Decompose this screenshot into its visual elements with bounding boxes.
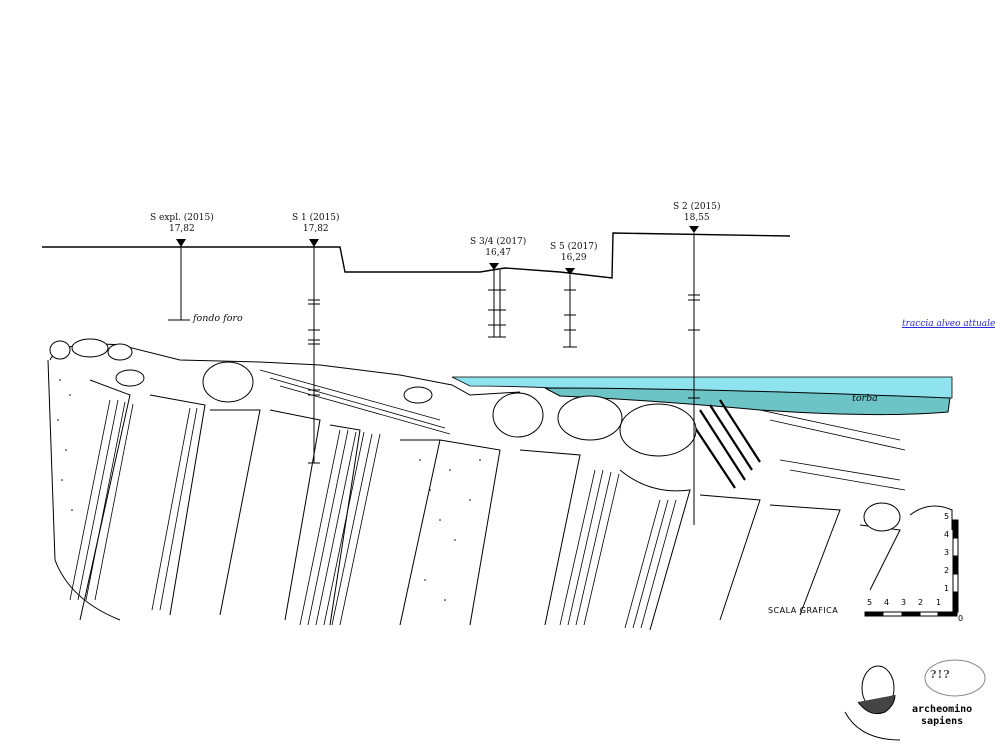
scale-tick-h: 5 [867,598,873,607]
traccia-alveo-label: traccia alveo attuale [902,319,995,329]
boulders [49,338,901,532]
torba-label: torba [852,393,878,404]
scale-tick-v: 2 [944,566,950,575]
borehole-label-s34: S 3/4 (2017) 16,47 [470,237,526,259]
scale-tick-v: 4 [944,530,950,539]
borehole-label-s1: S 1 (2015) 17,82 [292,213,340,235]
borehole-name: S expl. (2015) [150,213,214,223]
scale-tick-h: 0 [958,614,964,623]
logo-bubble-text: ?!? [930,668,951,681]
scale-tick-v: 3 [944,548,950,557]
borehole-name: S 2 (2015) [673,202,721,212]
borehole-elevation: 17,82 [168,224,195,234]
scale-tick-h: 1 [936,598,942,607]
scale-label: SCALA GRAFICA [768,606,839,615]
borehole-label-s2: S 2 (2015) 18,55 [673,202,721,224]
borehole-columns [168,233,700,525]
logo-text: archeomino sapiens [912,704,972,728]
scale-tick-v: 1 [944,584,950,593]
fondo-foro-label: fondo foro [193,313,243,324]
borehole-elevation: 18,55 [683,213,710,223]
borehole-label-s-expl: S expl. (2015) 17,82 [150,213,214,235]
logo-line1: archeomino [912,704,973,715]
borehole-elevation: 16,29 [560,253,587,263]
borehole-markers [176,226,699,275]
peat-layer [544,387,951,416]
sand-texture [57,379,481,601]
ground-surface-line [42,232,791,279]
scale-tick-v: 5 [944,512,950,521]
borehole-name: S 5 (2017) [550,242,598,252]
bedrock-strata [47,343,953,631]
logo-figure [844,659,986,741]
borehole-elevation: 17,82 [302,224,329,234]
scale-bar [864,519,959,617]
scale-tick-h: 2 [918,598,924,607]
logo-line2: sapiens [921,716,964,727]
borehole-elevation: 16,47 [485,248,512,258]
scale-tick-h: 4 [884,598,890,607]
scale-tick-h: 3 [901,598,907,607]
borehole-name: S 3/4 (2017) [470,237,527,247]
strata-hatching [69,369,906,629]
borehole-label-s5: S 5 (2017) 16,29 [550,242,598,264]
borehole-name: S 1 (2015) [292,213,340,223]
